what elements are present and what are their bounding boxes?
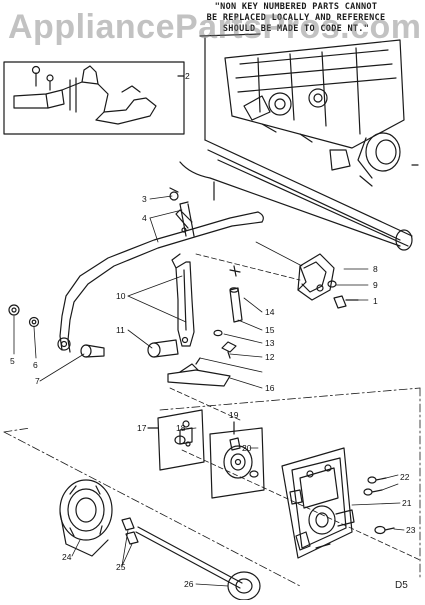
callout-26: 26 xyxy=(184,579,194,589)
callout-20: 20 xyxy=(242,443,252,453)
callout-1: 1 xyxy=(373,296,378,306)
part-10-link xyxy=(172,254,194,346)
callout-25: 25 xyxy=(116,562,126,572)
inset-part-2 xyxy=(4,62,184,134)
part-16-plate xyxy=(168,358,230,386)
callout-2: 2 xyxy=(185,71,190,81)
callout-23: 23 xyxy=(406,525,416,535)
leader-lines-lower xyxy=(72,428,404,586)
callout-17: 17 xyxy=(137,423,147,433)
parts-note-line-1: "NON KEY NUMBERED PARTS CANNOT xyxy=(214,2,378,12)
callout-7: 7 xyxy=(35,376,40,386)
callout-12: 12 xyxy=(265,352,275,362)
callout-19: 19 xyxy=(229,410,239,420)
parts-3-5-6-7 xyxy=(9,305,104,357)
callout-16: 16 xyxy=(265,383,275,393)
callout-3: 3 xyxy=(142,194,147,204)
dashed-axis xyxy=(170,254,420,560)
lower-frame xyxy=(4,388,420,586)
callout-9: 9 xyxy=(373,280,378,290)
callout-6: 6 xyxy=(33,360,38,370)
callout-14: 14 xyxy=(265,307,275,317)
part-19-dial xyxy=(210,422,264,498)
callout-5: 5 xyxy=(10,356,15,366)
part-4-arm xyxy=(58,188,263,352)
part-8-cam xyxy=(298,254,358,308)
part-17-plate xyxy=(148,410,204,470)
callout-21: 21 xyxy=(402,498,412,508)
callout-22: 22 xyxy=(400,472,410,482)
parts-note-line-2: BE REPLACED LOCALLY AND REFERENCE xyxy=(206,13,386,23)
part-24-drum xyxy=(60,480,112,556)
callout-18: 18 xyxy=(176,423,186,433)
diagram-code: D5 xyxy=(395,580,408,591)
part-21-bracket xyxy=(282,448,394,558)
callout-13: 13 xyxy=(265,338,275,348)
parts-12-15 xyxy=(214,266,242,358)
parts-note-line-3: SHOULD BE MADE TO CODE NT." xyxy=(222,24,370,34)
callout-4: 4 xyxy=(142,213,147,223)
parts-note: "NON KEY NUMBERED PARTS CANNOT BE REPLAC… xyxy=(170,2,422,35)
leader-lines-upper xyxy=(14,196,368,388)
callout-11: 11 xyxy=(116,325,125,335)
watermark: AppliancePartsPros.com xyxy=(8,8,422,46)
callout-24: 24 xyxy=(62,552,72,562)
callout-8: 8 xyxy=(373,264,378,274)
callout-10: 10 xyxy=(116,291,126,301)
machine-head xyxy=(180,34,418,250)
part-11-pin xyxy=(148,340,178,357)
callout-numbers: 1 2 3 4 5 6 7 8 9 10 11 12 13 14 15 16 1… xyxy=(10,71,416,589)
callout-15: 15 xyxy=(265,325,275,335)
